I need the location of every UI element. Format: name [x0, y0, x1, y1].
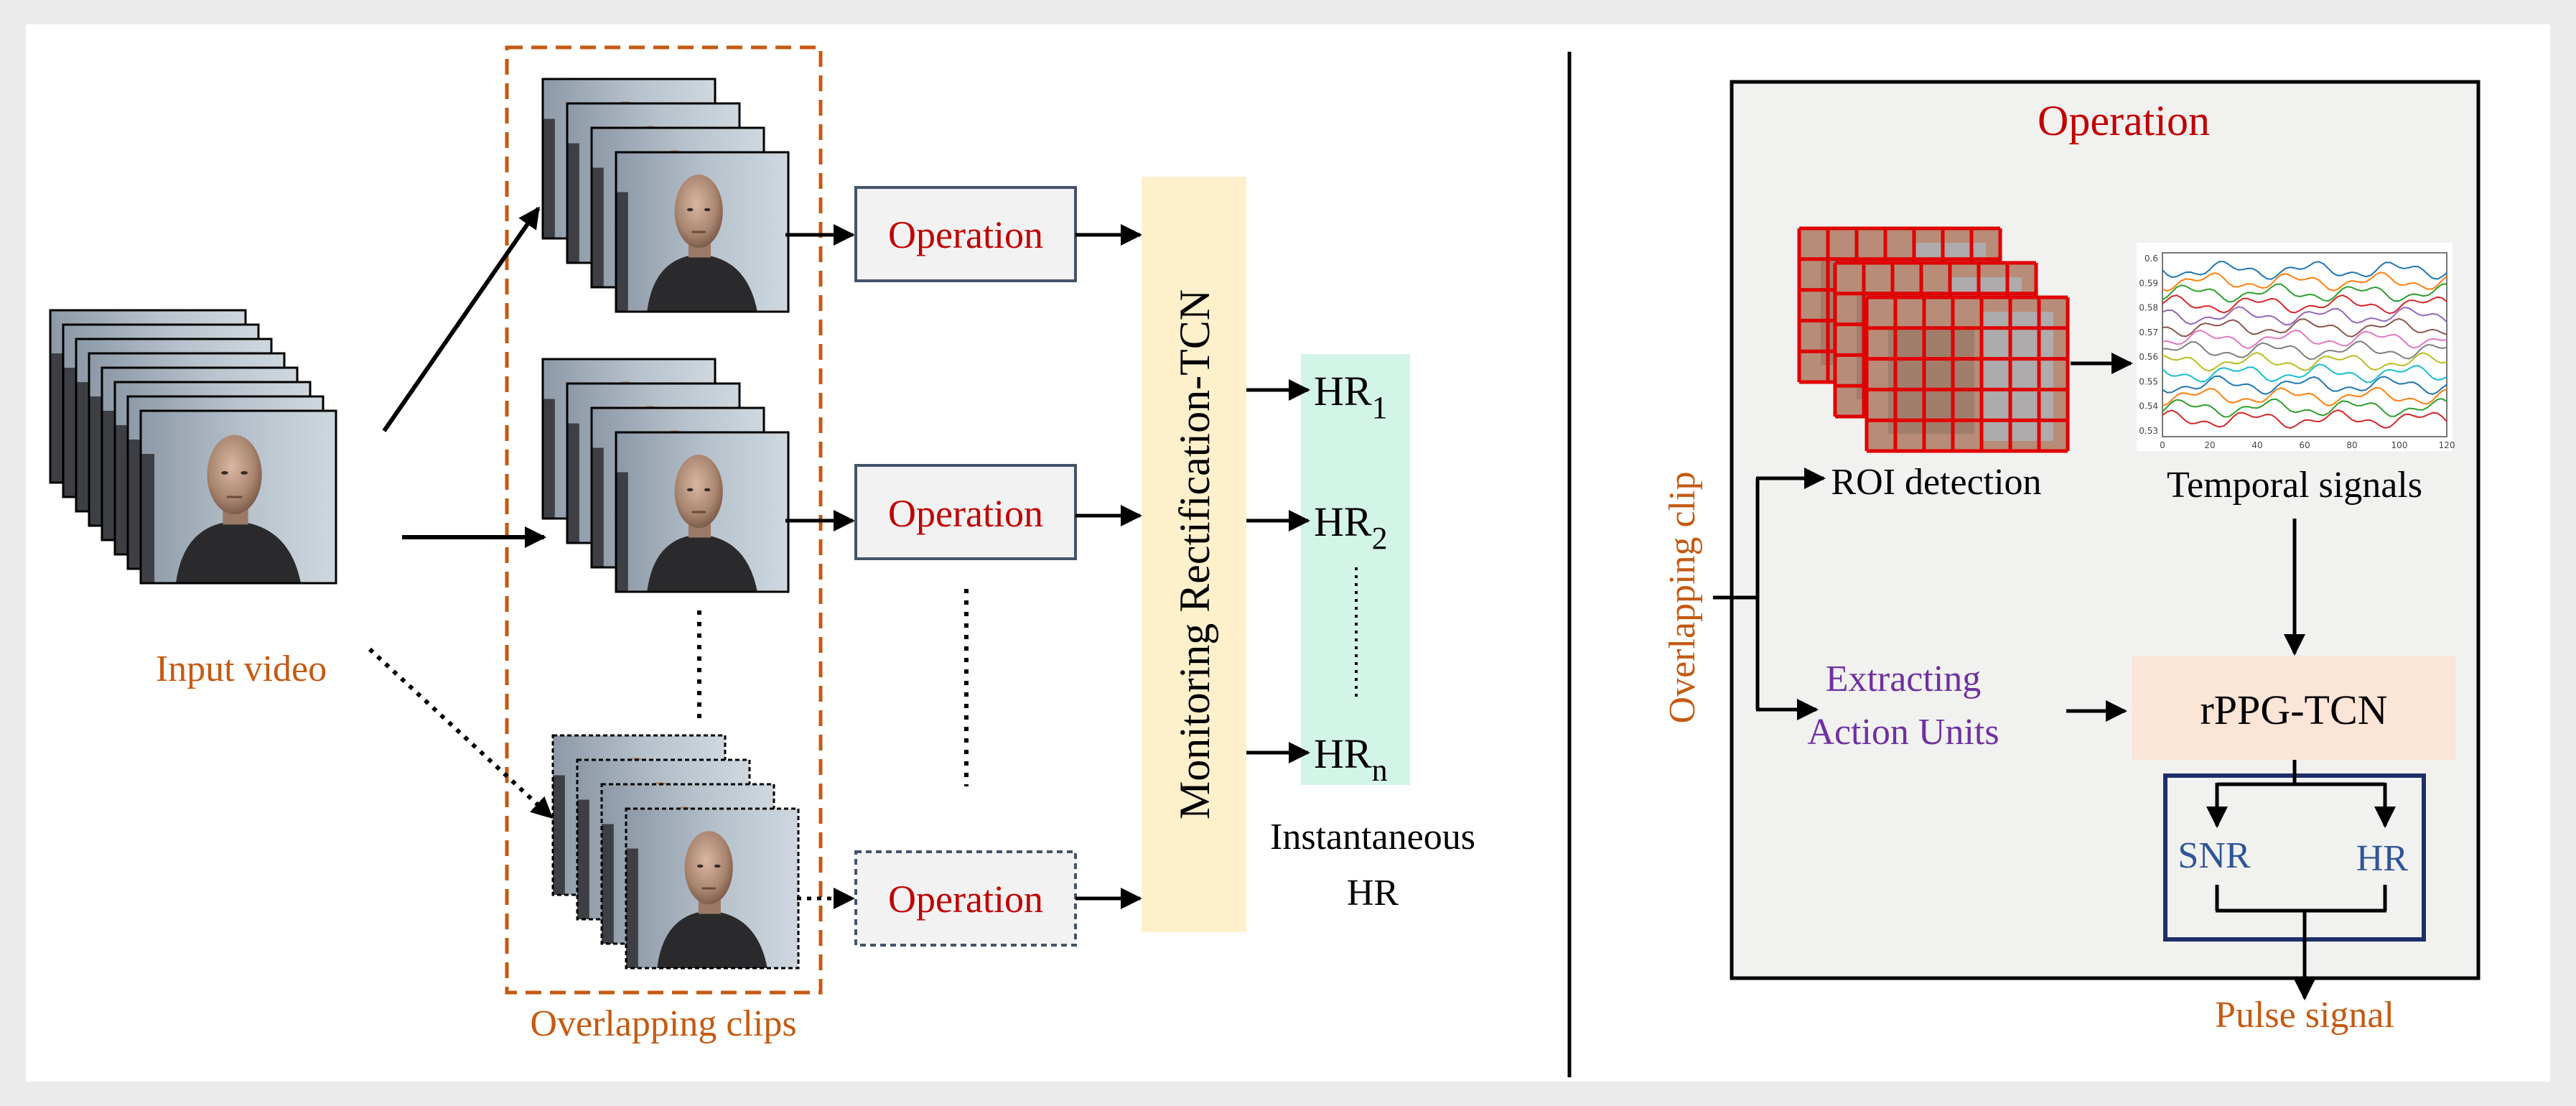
operation-label-1: Operation [888, 213, 1043, 256]
mini-plot-axes [2162, 252, 2447, 437]
rppg-tcn-label: rPPG-TCN [2200, 687, 2387, 733]
video-frame [615, 151, 790, 313]
rectification-tcn-label: Monitoring Rectification-TCN [1171, 289, 1218, 819]
hr-output-1: HR1 [1314, 368, 1388, 425]
mini-signal-line [2162, 363, 2447, 384]
mini-x-tick: 0 [2160, 440, 2165, 450]
mini-signal-line [2162, 398, 2447, 418]
video-frame [625, 807, 800, 970]
hr-output-n: HRn [1314, 730, 1388, 788]
temporal-signals-label: Temporal signals [2167, 465, 2422, 506]
video-frame [615, 431, 790, 593]
mini-y-tick: 0.56 [2139, 352, 2158, 362]
mini-y-tick: 0.6 [2145, 254, 2158, 264]
mini-y-tick: 0.54 [2139, 401, 2158, 412]
overlapping-clip-label: Overlapping clip [1662, 472, 1703, 724]
mini-y-tick: 0.55 [2139, 376, 2158, 386]
overlapping-clips-label: Overlapping clips [530, 1003, 796, 1044]
operation-detail-title: Operation [2038, 97, 2210, 144]
mini-y-tick: 0.58 [2139, 303, 2158, 313]
input-video-label: Input video [156, 649, 327, 689]
hr-label: HR [2356, 838, 2409, 879]
operation-box-2 [854, 464, 1077, 560]
hr-output-2: HR2 [1314, 498, 1388, 556]
extracting-label: Extracting [1826, 659, 1982, 700]
instantaneous-hr-label: HR [1347, 873, 1399, 914]
operation-box-1 [854, 186, 1077, 282]
roi-frame [1865, 295, 2070, 453]
roi-detection-label: ROI detection [1831, 462, 2041, 503]
mini-x-tick: 60 [2299, 440, 2310, 450]
video-frame [139, 409, 337, 585]
arrow-input-to-clip-1 [382, 206, 541, 432]
temporal-signals-plot: 0.6 0.59 0.58 0.57 0.56 0.55 0.54 0.53 0 20 40 60 8… [2137, 243, 2455, 451]
clip-stack-3 [551, 734, 800, 970]
mini-x-tick: 20 [2204, 440, 2215, 450]
mini-x-tick: 80 [2346, 440, 2357, 450]
instantaneous-label: Instantaneous [1270, 817, 1475, 858]
mini-y-tick: 0.59 [2139, 278, 2158, 288]
mini-signal-line [2162, 271, 2447, 292]
mini-signal-line [2162, 386, 2447, 406]
arrow-input-to-clip-n [368, 647, 554, 819]
operation-label-n: Operation [888, 878, 1043, 921]
clip-stack-1 [541, 78, 790, 313]
roi-detection-frames [1797, 226, 2070, 453]
mini-signal-line [2162, 329, 2447, 350]
rppg-tcn-box [2132, 656, 2455, 760]
mini-signal-line [2162, 261, 2447, 280]
mini-x-tick: 40 [2251, 440, 2262, 450]
mini-signal-line [2162, 317, 2447, 338]
mini-signal-line [2162, 340, 2447, 361]
mini-signal-line [2162, 375, 2447, 395]
mini-signal-line [2162, 283, 2447, 303]
mini-signal-line [2162, 306, 2447, 326]
mini-y-tick: 0.57 [2139, 327, 2158, 338]
operation-label-2: Operation [888, 492, 1043, 535]
rectification-tcn-box [1142, 177, 1246, 932]
mini-signal-line [2162, 409, 2447, 429]
mini-x-tick: 120 [2439, 440, 2455, 450]
mini-signal-line [2162, 352, 2447, 372]
pulse-signal-label: Pulse signal [2215, 995, 2394, 1036]
action-units-label: Action Units [1807, 712, 1999, 753]
snr-label: SNR [2178, 835, 2250, 876]
mini-x-tick: 100 [2391, 440, 2408, 450]
mini-signal-line [2162, 294, 2447, 315]
input-video-frames [49, 309, 337, 585]
operation-box-n [854, 850, 1077, 947]
mini-y-tick: 0.53 [2139, 426, 2158, 436]
clip-stack-2 [541, 358, 790, 593]
